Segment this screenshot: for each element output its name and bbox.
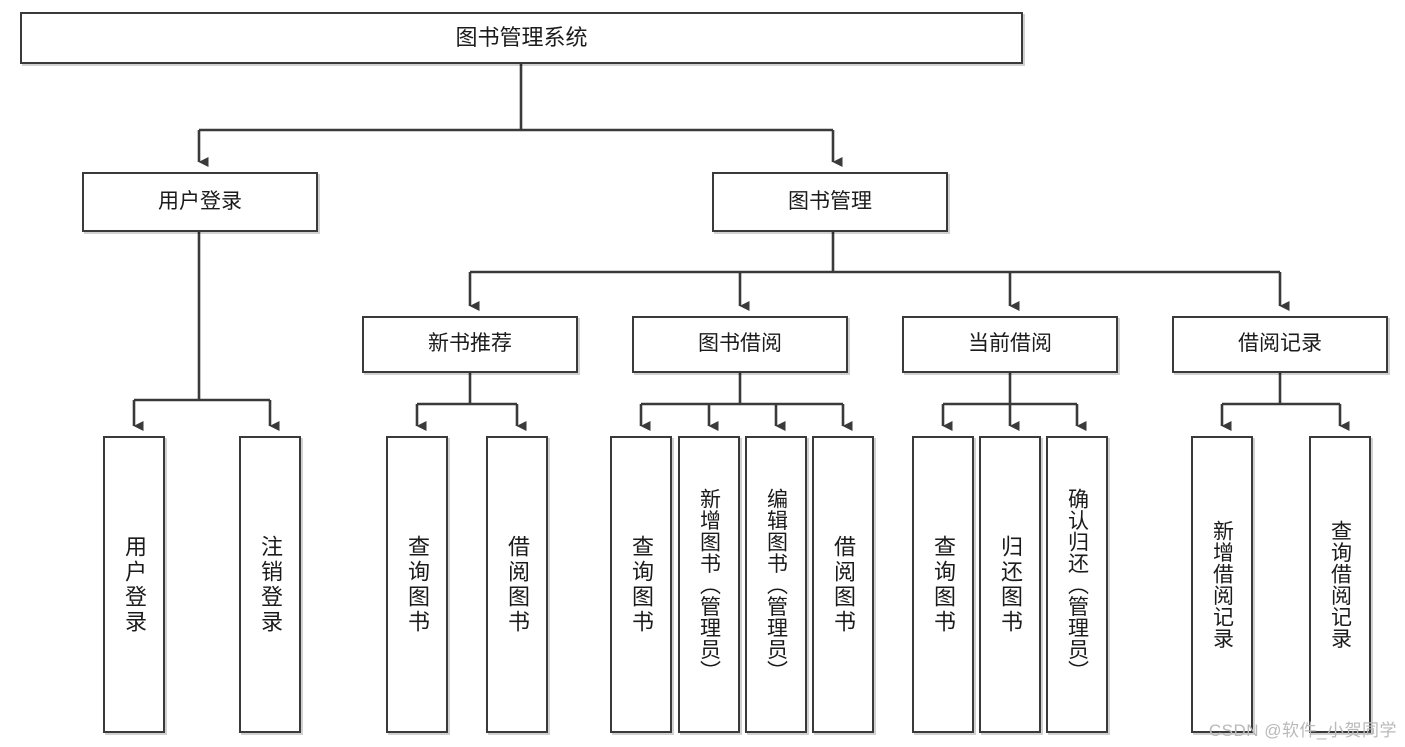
node-label: 图书管理 bbox=[788, 189, 872, 213]
node-label: 借阅记录 bbox=[1238, 332, 1322, 356]
node-label: 借阅图书 bbox=[505, 534, 530, 635]
node-leaf-edit-book-admin[interactable]: 编辑图书（管理员） bbox=[745, 436, 807, 733]
node-leaf-return-book[interactable]: 归还图书 bbox=[979, 436, 1041, 733]
node-book-borrow[interactable]: 图书借阅 bbox=[632, 316, 848, 373]
node-label: 查询图书 bbox=[405, 534, 430, 635]
node-new-book-recommend[interactable]: 新书推荐 bbox=[362, 316, 578, 373]
node-leaf-add-book-admin[interactable]: 新增图书（管理员） bbox=[678, 436, 740, 733]
node-label: 新增图书（管理员） bbox=[697, 487, 721, 682]
node-leaf-query-book-3[interactable]: 查询图书 bbox=[912, 436, 974, 733]
node-current-borrow[interactable]: 当前借阅 bbox=[902, 316, 1118, 373]
node-label: 确认归还（管理员） bbox=[1065, 487, 1089, 682]
node-label: 用户登录 bbox=[158, 189, 242, 213]
node-root-system[interactable]: 图书管理系统 bbox=[20, 12, 1023, 64]
node-label: 编辑图书（管理员） bbox=[764, 487, 788, 682]
node-label: 当前借阅 bbox=[968, 332, 1052, 356]
node-borrow-record[interactable]: 借阅记录 bbox=[1172, 316, 1388, 373]
node-leaf-add-borrow-record[interactable]: 新增借阅记录 bbox=[1191, 436, 1253, 733]
node-label: 查询图书 bbox=[931, 534, 956, 635]
node-leaf-confirm-return-admin[interactable]: 确认归还（管理员） bbox=[1046, 436, 1108, 733]
node-label: 归还图书 bbox=[998, 534, 1023, 635]
node-label: 查询借阅记录 bbox=[1328, 520, 1352, 649]
node-book-management[interactable]: 图书管理 bbox=[712, 172, 948, 232]
node-leaf-query-book-1[interactable]: 查询图书 bbox=[386, 436, 448, 733]
node-label: 图书借阅 bbox=[698, 332, 782, 356]
node-user-login[interactable]: 用户登录 bbox=[82, 172, 318, 232]
node-leaf-user-login[interactable]: 用户登录 bbox=[103, 436, 165, 733]
node-label: 图书管理系统 bbox=[455, 25, 588, 51]
node-leaf-query-book-2[interactable]: 查询图书 bbox=[610, 436, 672, 733]
node-label: 借阅图书 bbox=[831, 534, 856, 635]
node-label: 新增借阅记录 bbox=[1210, 520, 1234, 649]
node-leaf-borrow-book-1[interactable]: 借阅图书 bbox=[486, 436, 548, 733]
watermark-text: CSDN @软件_小贺同学 bbox=[1208, 721, 1397, 740]
node-label: 新书推荐 bbox=[428, 332, 512, 356]
node-label: 查询图书 bbox=[629, 534, 654, 635]
node-leaf-borrow-book-2[interactable]: 借阅图书 bbox=[812, 436, 874, 733]
node-label: 注销登录 bbox=[258, 534, 283, 635]
node-leaf-query-borrow-record[interactable]: 查询借阅记录 bbox=[1309, 436, 1371, 733]
node-leaf-logout-login[interactable]: 注销登录 bbox=[239, 436, 301, 733]
node-label: 用户登录 bbox=[122, 534, 147, 635]
